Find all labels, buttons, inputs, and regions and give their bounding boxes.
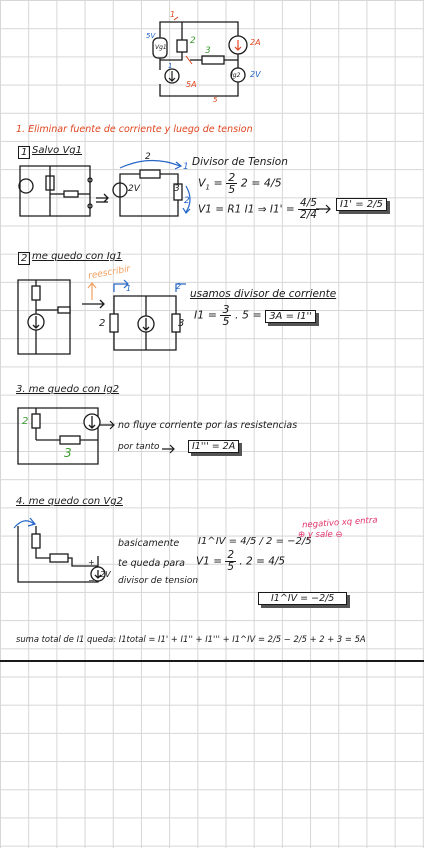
s4-boxed-result: I1^IV = −2/5 — [258, 592, 348, 605]
s3-circuit — [17, 407, 101, 465]
top-box-ig2: Ig2 — [231, 72, 241, 79]
s2-label: me quedo con Ig1 — [32, 251, 123, 262]
top-n2: 2 — [190, 36, 196, 46]
s4-te: te queda para — [118, 558, 185, 569]
s1-v1-sub: 1 — [205, 183, 210, 192]
s2-f-num: 3 — [220, 303, 232, 316]
s4-basic: basicamente — [118, 538, 180, 549]
end-divider — [0, 660, 424, 662]
s1-c-right: 3 — [174, 184, 180, 194]
s2-i1-pre: I1 = — [194, 308, 217, 322]
s4-note2: ⊕ y sale ⊖ — [298, 530, 343, 540]
s1-times2: 2 = 4/5 — [240, 176, 282, 190]
s3-n3: 3 — [64, 446, 72, 460]
s4-v1eq-post: . 2 = 4/5 — [239, 555, 286, 568]
top-n1: 1 — [170, 10, 176, 19]
s1-c-top: 2 — [145, 152, 151, 162]
s4-label: 4. me quedo con Vg2 — [16, 496, 123, 507]
s4-src: 2V — [100, 570, 111, 579]
s1-circuits — [18, 159, 191, 217]
s4-minus: − — [88, 576, 95, 585]
top-n3: 3 — [205, 46, 211, 56]
s1-f2-den: 2/4 — [300, 209, 317, 221]
s1-number-box: 1 — [18, 146, 31, 159]
s3-text2: por tanto — [118, 442, 160, 452]
s1-boxed-result: I1' = 2/5 — [336, 198, 387, 211]
s4-note1: negativo xq entra — [301, 515, 378, 531]
s4-f-den: 5 — [227, 561, 235, 573]
s1-c-node1: 1 — [183, 162, 189, 172]
s2-f-den: 5 — [222, 315, 230, 328]
s1-label: Salvo Vg1 — [32, 145, 83, 156]
s3-label: 3. me quedo con Ig2 — [16, 384, 120, 395]
top-box-g1: Vg1 — [155, 44, 167, 51]
s2-circuits — [17, 279, 186, 355]
s1-v1-pre: V — [198, 176, 206, 190]
s1-c-src: 2V — [128, 184, 140, 194]
s2-number: 2 — [21, 253, 28, 264]
s4-circuit — [13, 517, 106, 583]
s1-line2-text: V1 = R1 I1 ⇒ I1' = — [198, 203, 295, 216]
s1-c-node2: 2 — [184, 196, 190, 206]
s1-eq: = — [213, 176, 223, 190]
s2-right3: 3 — [178, 318, 185, 329]
top-v-left: 5V — [146, 32, 156, 40]
s2-left2: 2 — [99, 318, 106, 329]
s3-text1: no fluye corriente por las resistencias — [118, 420, 298, 431]
s4-div: divisor de tension — [118, 576, 199, 586]
s1-number: 1 — [21, 147, 28, 158]
s1-title: 1. Eliminar fuente de corriente y luego … — [16, 124, 253, 135]
s2-n2: 2 — [176, 282, 182, 291]
s1-f1-num: 2 — [226, 171, 238, 184]
top-n5: 5 — [213, 96, 218, 104]
s1-divisor: Divisor de Tension — [192, 156, 288, 168]
s4-plus: + — [88, 558, 95, 567]
s1-result-arrow — [316, 204, 331, 214]
top-n1b: 1 — [168, 62, 173, 70]
s2-n1: 1 — [126, 284, 132, 293]
s2-number-box: 2 — [18, 252, 31, 265]
sum-text: suma total de I1 queda: I1total = I1' + … — [16, 634, 366, 644]
s2-usamos: usamos divisor de corriente — [190, 288, 337, 300]
top-circuit — [152, 16, 248, 97]
s2-boxed-result: 3A = I1'' — [265, 309, 316, 323]
s3-arrow — [100, 420, 115, 430]
top-i-label: 5A — [186, 80, 197, 89]
s3-boxed-result: I1''' = 2A — [188, 440, 240, 453]
s3-n2: 2 — [22, 416, 29, 427]
s2-times: . 5 = — [234, 308, 262, 322]
s1-f2-num: 4/5 — [298, 197, 319, 210]
s4-eq1: I1^IV = 4/5 / 2 = −2/5 — [198, 536, 312, 547]
s3-arrow2 — [162, 444, 175, 454]
s4-f-num: 2 — [225, 549, 237, 562]
s4-v1eq-pre: V1 = — [196, 555, 222, 568]
s1-f1-den: 5 — [228, 183, 236, 196]
top-v2: 2V — [250, 70, 261, 79]
top-i2a: 2A — [250, 38, 261, 47]
